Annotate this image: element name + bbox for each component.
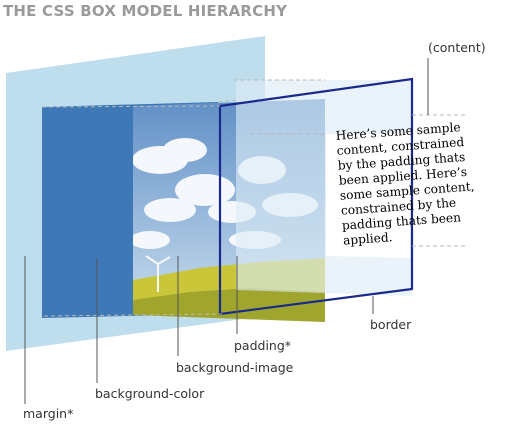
border-frame: [218, 77, 414, 316]
field-shadow: [133, 288, 325, 322]
label-border: border: [370, 317, 412, 332]
label-background-image: background-image: [176, 360, 294, 375]
dashed-guides: [41, 79, 468, 317]
leader-lines: [24, 58, 429, 404]
label-content: (content): [428, 40, 486, 55]
label-padding: padding*: [234, 338, 291, 353]
sample-line: applied.: [343, 230, 393, 247]
label-background-color: background-color: [95, 386, 205, 401]
wind-turbine-icon: [145, 255, 171, 292]
label-margin: margin*: [23, 406, 73, 421]
content-area: [326, 134, 410, 258]
diagram-title: THE CSS BOX MODEL HIERARCHY: [3, 2, 288, 20]
